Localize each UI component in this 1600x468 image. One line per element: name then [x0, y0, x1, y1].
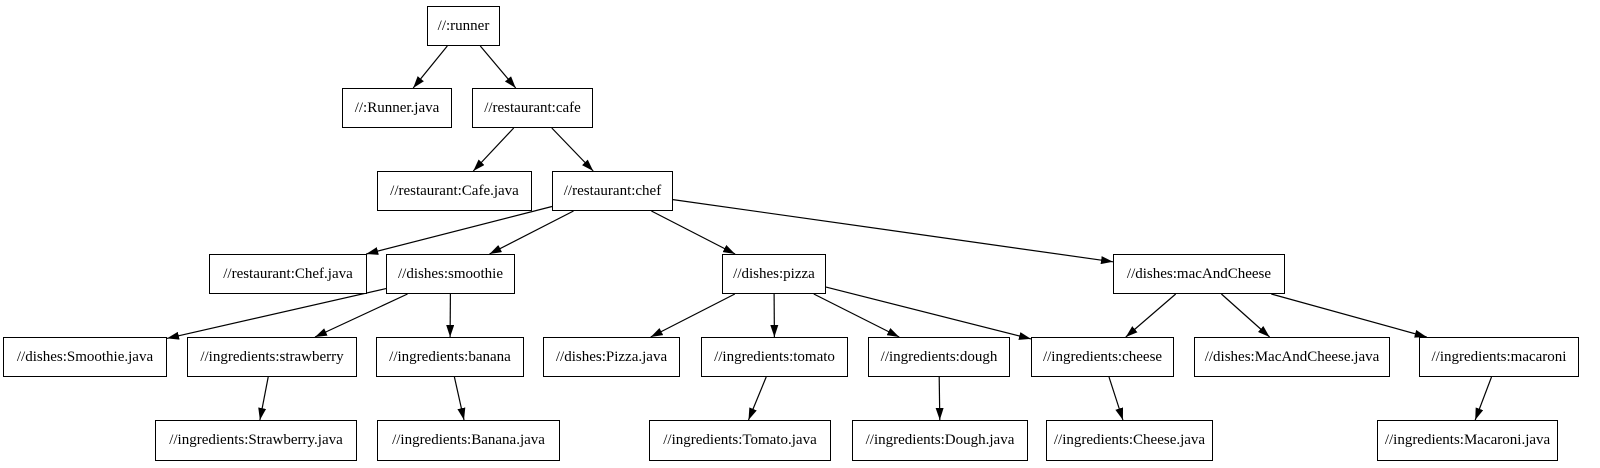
graph-edge-strawberry-to-strawberry-java [258, 376, 269, 421]
graph-edge-chef-to-chef-java [366, 205, 553, 255]
graph-edge-runner-to-cafe [479, 45, 517, 89]
graph-node-dough-java: //ingredients:Dough.java [852, 420, 1028, 461]
graph-node-macandcheese: //dishes:macAndCheese [1113, 254, 1285, 294]
graph-node-runner: //:runner [427, 6, 500, 46]
graph-edge-chef-to-macandcheese [672, 199, 1114, 265]
graph-edge-macandcheese-to-cheese [1125, 293, 1177, 338]
graph-node-banana-java: //ingredients:Banana.java [377, 420, 560, 461]
graph-node-macaroni: //ingredients:macaroni [1419, 337, 1579, 377]
graph-node-smoothie-java: //dishes:Smoothie.java [3, 337, 167, 377]
graph-node-cafe: //restaurant:cafe [472, 88, 593, 128]
graph-edge-dough-to-dough-java [935, 376, 944, 421]
graph-edge-macaroni-to-macaroni-java [1474, 376, 1493, 421]
graph-node-cafe-java: //restaurant:Cafe.java [377, 171, 532, 211]
graph-edge-banana-to-banana-java [453, 376, 466, 421]
graph-edge-macandcheese-to-macandcheese-java [1221, 293, 1270, 338]
graph-edge-macandcheese-to-macaroni [1271, 293, 1427, 338]
graph-edge-cafe-to-cafe-java [472, 127, 515, 172]
graph-edge-tomato-to-tomato-java [747, 376, 767, 421]
graph-edge-cheese-to-cheese-java [1108, 376, 1124, 421]
graph-node-banana: //ingredients:banana [376, 337, 524, 377]
graph-node-smoothie: //dishes:smoothie [386, 254, 515, 294]
graph-node-chef-java: //restaurant:Chef.java [209, 254, 367, 294]
graph-node-pizza-java: //dishes:Pizza.java [543, 337, 680, 377]
graph-node-tomato-java: //ingredients:Tomato.java [649, 420, 831, 461]
graph-node-strawberry-java: //ingredients:Strawberry.java [155, 420, 357, 461]
graph-edge-chef-to-smoothie [489, 210, 574, 255]
graph-edge-smoothie-to-strawberry [314, 293, 408, 338]
graph-edge-chef-to-pizza [651, 210, 736, 255]
graph-node-runner-java: //:Runner.java [342, 88, 452, 128]
graph-node-dough: //ingredients:dough [868, 337, 1010, 377]
graph-node-cheese: //ingredients:cheese [1031, 337, 1174, 377]
graph-node-macaroni-java: //ingredients:Macaroni.java [1377, 420, 1558, 461]
graph-node-tomato: //ingredients:tomato [701, 337, 848, 377]
graph-edge-pizza-to-dough [813, 293, 900, 338]
graph-edge-runner-to-runner-java [412, 45, 448, 89]
graph-node-strawberry: //ingredients:strawberry [187, 337, 357, 377]
graph-edge-pizza-to-cheese [825, 286, 1032, 340]
graph-edge-smoothie-to-smoothie-java [166, 288, 387, 340]
graph-edge-pizza-to-pizza-java [650, 293, 736, 338]
graph-node-cheese-java: //ingredients:Cheese.java [1046, 420, 1213, 461]
graph-node-chef: //restaurant:chef [552, 171, 673, 211]
graph-node-pizza: //dishes:pizza [722, 254, 826, 294]
graph-edge-cafe-to-chef [551, 127, 594, 172]
graph-node-macandcheese-java: //dishes:MacAndCheese.java [1194, 337, 1390, 377]
